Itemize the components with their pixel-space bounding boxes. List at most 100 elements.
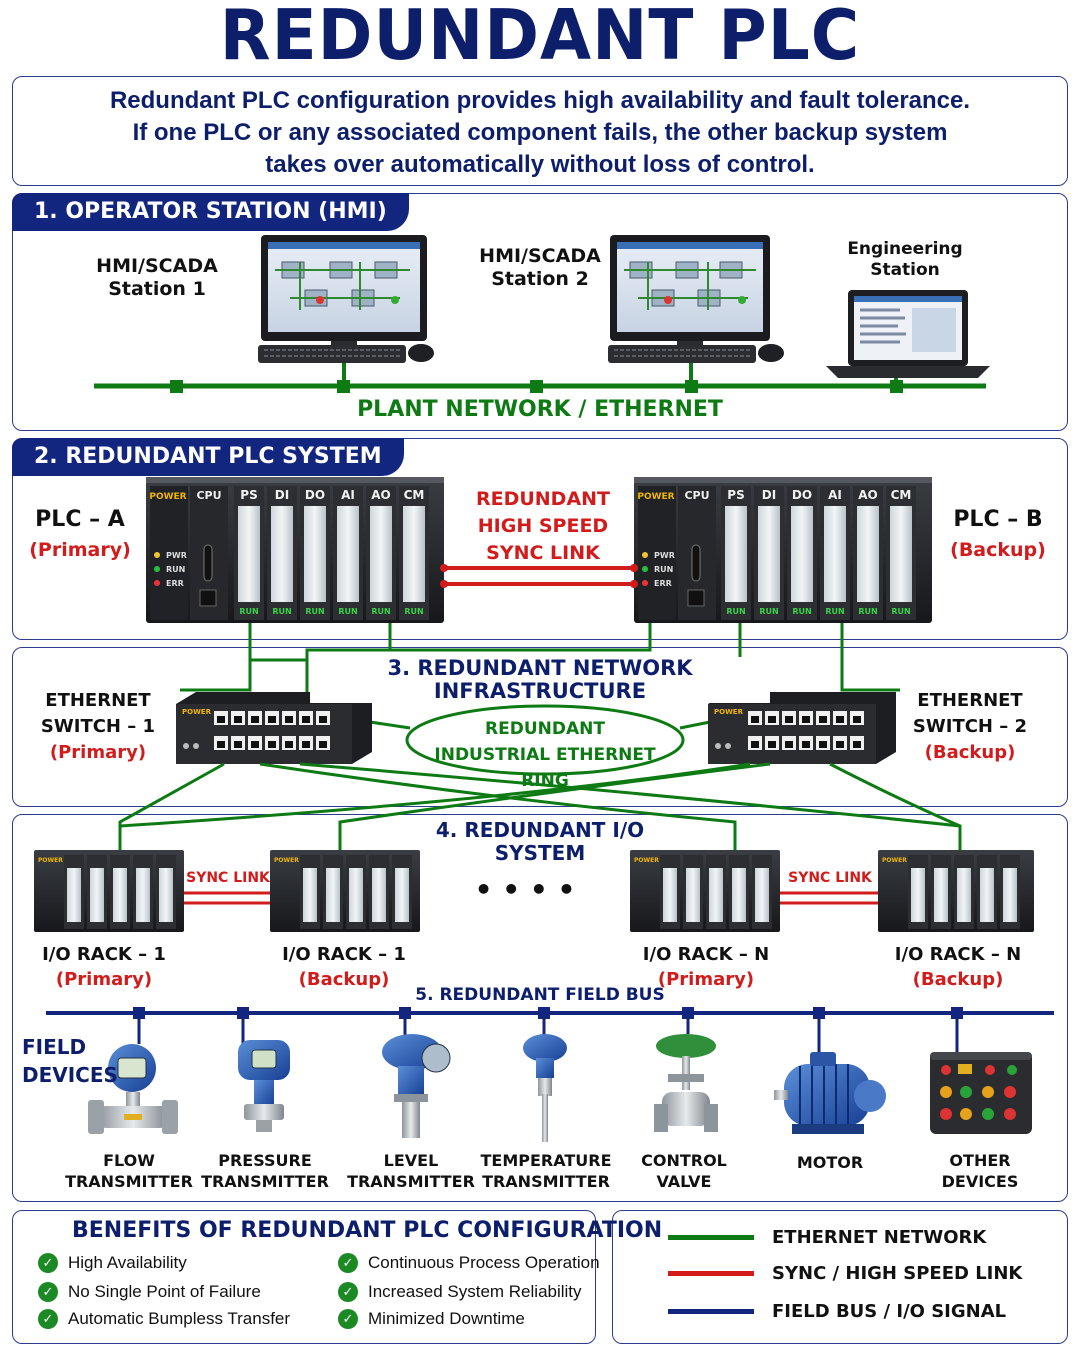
engineering-station-label: Engineering Station (847, 239, 963, 280)
other-devices-label: OTHER DEVICES (941, 1151, 1019, 1191)
legend-sync: SYNC / HIGH SPEED LINK (668, 1263, 1022, 1284)
legend-panel (612, 1210, 1068, 1344)
temperature-transmitter-image (523, 1034, 567, 1142)
benefit-item: ✓Automatic Bumpless Transfer (38, 1309, 290, 1329)
intro-line-3: takes over automatically without loss of… (265, 151, 815, 178)
svg-text:PS: PS (727, 488, 744, 502)
fieldbus-section-title: 5. REDUNDANT FIELD BUS (415, 985, 665, 1005)
svg-text:POWER: POWER (637, 492, 674, 502)
io-rack-n-backup-label: I/O RACK – N (Backup) (894, 944, 1022, 990)
plant-network (94, 360, 986, 393)
benefit-item: ✓No Single Point of Failure (38, 1282, 261, 1302)
svg-text:RUN: RUN (338, 607, 357, 616)
plc-b-rack: POWER PWR RUN ERR CPU PS DI DO AI AO CM RUN R… (634, 477, 932, 623)
check-icon: ✓ (38, 1282, 58, 1302)
benefit-item: ✓Increased System Reliability (338, 1282, 582, 1302)
svg-text:RUN: RUN (726, 607, 745, 616)
ethernet-switch-1: POWER (176, 692, 372, 764)
svg-text:AI: AI (341, 488, 355, 502)
field-bus (46, 1007, 1054, 1054)
flow-transmitter-label: FLOW TRANSMITTER (65, 1151, 193, 1191)
check-icon: ✓ (38, 1309, 58, 1329)
svg-text:AO: AO (858, 488, 878, 502)
benefit-item: ✓Continuous Process Operation (338, 1253, 600, 1273)
hmi-station-1-label: HMI/SCADA Station 1 (96, 255, 218, 300)
io-rack-1-primary-label: I/O RACK – 1 (Primary) (42, 944, 166, 990)
pressure-transmitter-label: PRESSURE TRANSMITTER (201, 1151, 329, 1191)
svg-text:POWER: POWER (882, 857, 907, 864)
svg-text:DO: DO (305, 488, 325, 502)
svg-text:ERR: ERR (654, 579, 672, 588)
switch-1-label: ETHERNET SWITCH – 1 (Primary) (40, 690, 156, 763)
svg-text:CPU: CPU (684, 489, 709, 502)
temperature-transmitter-label: TEMPERATURE TRANSMITTER (480, 1151, 612, 1191)
io-sync-links (184, 891, 878, 905)
svg-text:ERR: ERR (166, 579, 184, 588)
legend-fieldbus: FIELD BUS / I/O SIGNAL (668, 1301, 1006, 1322)
svg-text:CM: CM (404, 488, 425, 502)
control-valve-image (654, 1034, 718, 1132)
legend-ethernet: ETHERNET NETWORK (668, 1227, 986, 1248)
svg-text:CM: CM (891, 488, 912, 502)
switch-2-label: ETHERNET SWITCH – 2 (Backup) (912, 690, 1028, 763)
pressure-transmitter-image (238, 1040, 290, 1132)
svg-text:DI: DI (762, 488, 776, 502)
plc-a-label: PLC – A (Primary) (29, 507, 131, 561)
svg-text:DI: DI (275, 488, 289, 502)
svg-text:DO: DO (792, 488, 812, 502)
level-transmitter-image (382, 1034, 451, 1138)
benefit-item: ✓Minimized Downtime (338, 1309, 525, 1329)
legend-ethernet-line (668, 1235, 754, 1240)
svg-text:RUN: RUN (792, 607, 811, 616)
svg-text:PWR: PWR (654, 551, 675, 560)
io-rack-1-backup: POWER (270, 850, 420, 932)
plc-sync-link (440, 564, 638, 588)
svg-text:CPU: CPU (196, 489, 221, 502)
svg-text:RUN: RUN (404, 607, 423, 616)
intro-line-2: If one PLC or any associated component f… (132, 119, 948, 146)
switch-to-io-links (118, 762, 962, 850)
svg-text:RUN: RUN (272, 607, 291, 616)
check-icon: ✓ (338, 1253, 358, 1273)
svg-text:RUN: RUN (759, 607, 778, 616)
ethernet-ring (369, 704, 711, 776)
operator-section-tab: 1. OPERATOR STATION (HMI) (12, 193, 409, 231)
hmi-station-2-computer (608, 235, 784, 363)
motor-image (774, 1052, 886, 1134)
benefits-panel (12, 1210, 596, 1344)
legend-sync-line (668, 1271, 754, 1276)
benefits-title: BENEFITS OF REDUNDANT PLC CONFIGURATION (72, 1218, 663, 1243)
io-rack-n-primary: POWER (630, 850, 780, 932)
intro-panel: Redundant PLC configuration provides hig… (12, 76, 1068, 186)
svg-text:AI: AI (828, 488, 842, 502)
flow-transmitter-image (88, 1044, 178, 1134)
benefit-item: ✓High Availability (38, 1253, 187, 1273)
io-sync-label-1: SYNC LINK (186, 870, 270, 886)
plc-b-label: PLC – B (Backup) (950, 507, 1046, 561)
svg-text:PWR: PWR (166, 551, 187, 560)
svg-text:RUN: RUN (891, 607, 910, 616)
hmi-station-1-computer (258, 235, 434, 363)
check-icon: ✓ (338, 1309, 358, 1329)
svg-text:POWER: POWER (38, 857, 63, 864)
svg-text:POWER: POWER (182, 708, 212, 716)
io-section-title: 4. REDUNDANT I/O SYSTEM (435, 818, 645, 865)
ethernet-ring-label: REDUNDANT INDUSTRIAL ETHERNET RING (434, 719, 656, 791)
svg-text:RUN: RUN (654, 565, 673, 574)
io-rack-n-backup: POWER (878, 850, 1034, 932)
io-rack-n-primary-label: I/O RACK – N (Primary) (642, 944, 770, 990)
svg-text:POWER: POWER (714, 708, 744, 716)
svg-text:RUN: RUN (858, 607, 877, 616)
network-section-title: 3. REDUNDANT NETWORK INFRASTRUCTURE (310, 657, 770, 703)
ethernet-switch-2: POWER (708, 692, 896, 764)
motor-label: MOTOR (796, 1153, 864, 1172)
svg-text:AO: AO (371, 488, 391, 502)
io-rack-1-backup-label: I/O RACK – 1 (Backup) (282, 944, 406, 990)
engineering-station-laptop (826, 290, 990, 378)
io-sync-label-2: SYNC LINK (788, 870, 872, 886)
svg-text:POWER: POWER (149, 492, 186, 502)
svg-text:RUN: RUN (825, 607, 844, 616)
svg-text:RUN: RUN (371, 607, 390, 616)
svg-text:POWER: POWER (274, 857, 299, 864)
intro-line-1: Redundant PLC configuration provides hig… (109, 87, 971, 114)
